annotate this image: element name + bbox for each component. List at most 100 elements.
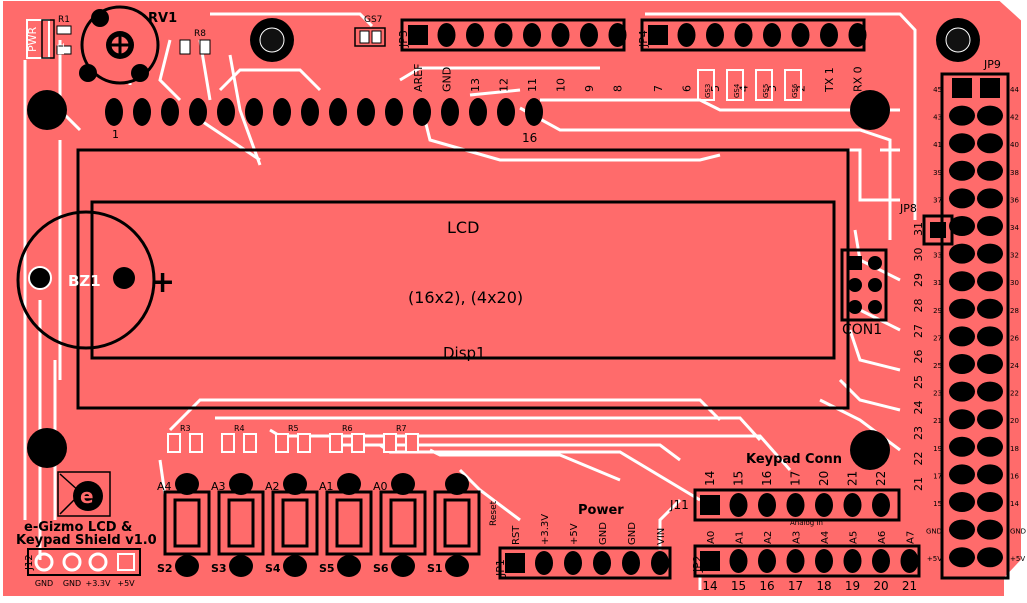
jp4-pin-pads <box>677 23 867 47</box>
lcd-pin-pad <box>105 98 123 126</box>
jp9-pin-pad <box>977 216 1003 236</box>
pin-pad <box>608 23 627 47</box>
switch-actuator <box>227 498 255 548</box>
gs-pad-label: GS4 <box>733 83 741 98</box>
disp1-label: Disp1 <box>443 344 486 362</box>
jp9-right-pin-label: 22 <box>1010 390 1019 398</box>
jp9-pin-pad <box>977 188 1003 209</box>
resistor-pad <box>167 433 181 453</box>
pin-pad <box>843 493 862 517</box>
lcd-pin-pad <box>497 98 515 126</box>
jp9-left-pin-label: 31 <box>933 279 942 287</box>
jp8-side-label: 28 <box>912 299 925 313</box>
jp8-side-label: 22 <box>912 452 925 466</box>
pin-pad <box>758 549 776 573</box>
jp9-left-pin-label: 17 <box>933 472 942 480</box>
resistor-pad <box>189 433 203 453</box>
mount-hole-inner <box>945 27 971 53</box>
jp8-label: JP8 <box>899 202 917 215</box>
gs-pad-label: GS5 <box>762 84 770 98</box>
jp8-side-label: 25 <box>912 375 925 389</box>
jp9-right-pin-label: 20 <box>1010 417 1019 425</box>
button-bottom-label: S1 <box>427 562 443 575</box>
pin-pad <box>848 23 867 47</box>
jp2-label: JP2 <box>691 555 704 573</box>
jp3-pin-label: 12 <box>498 78 511 92</box>
jp9-right-pin-label: 18 <box>1010 445 1019 453</box>
button-bottom-label: S4 <box>265 562 281 575</box>
switch-pad <box>175 473 199 495</box>
jp2-number-label: 14 <box>702 579 717 593</box>
pin-pad <box>820 23 838 47</box>
lcd-pin-pad <box>329 98 347 126</box>
j11-label: J11 <box>669 498 689 512</box>
resistor-label: R4 <box>234 424 245 433</box>
jp9-pin-pad <box>949 436 975 457</box>
switch-pad <box>445 555 469 577</box>
mount-hole <box>850 90 890 130</box>
r8-label: R8 <box>194 29 206 39</box>
resistor-pad <box>221 433 235 453</box>
jp9-right-pin-label: 16 <box>1010 472 1019 480</box>
jp9-pin-pad <box>977 326 1003 347</box>
jp2-analog-label: A4 <box>820 531 831 544</box>
buzzer-bz1: BZ1 + <box>16 210 175 350</box>
lcd-pin-header <box>105 98 543 126</box>
buzzer-plus-label: + <box>150 265 175 300</box>
switch-pad <box>283 555 307 577</box>
gs7-label: GS7 <box>364 15 382 25</box>
jp9-pin-pad <box>977 354 1003 374</box>
pin-pad <box>593 551 611 575</box>
jp2-analog-label: A0 <box>706 531 717 544</box>
jp9-right-pin-label: 28 <box>1010 307 1019 315</box>
jp3-label: JP3 <box>397 30 410 48</box>
j12-pin-label: GND <box>35 579 53 588</box>
switch-pad <box>283 473 307 495</box>
pin-pad <box>872 549 890 573</box>
switch-actuator <box>443 498 471 548</box>
pin-pad <box>535 551 553 575</box>
jp1-pin-pads <box>535 551 669 575</box>
lcd-pin-pad <box>189 98 207 126</box>
jp2-number-label: 20 <box>873 579 888 593</box>
pin-pad <box>734 23 753 47</box>
j11-pin-pads <box>729 493 890 517</box>
lcd-display-area <box>90 200 836 360</box>
lcd-pin-pad <box>301 98 319 126</box>
j12-pads <box>34 552 135 572</box>
jp9-left-pin-label: 43 <box>933 114 942 122</box>
resistor-label: R3 <box>180 424 191 433</box>
switch-pad <box>229 473 253 495</box>
j12-label: J12 <box>24 554 35 571</box>
jp9-pin-pad <box>977 133 1003 154</box>
jp9-left-pin-label: GND <box>926 528 942 536</box>
switch-actuator <box>335 498 363 548</box>
jp9-left-pin-label: 25 <box>933 362 942 370</box>
gs-pad-label: GS6 <box>791 83 799 98</box>
pin-pad <box>729 549 748 573</box>
jp9-right-pin-label: 24 <box>1010 362 1019 370</box>
lcd-pin-1-label: 1 <box>112 128 119 141</box>
jp9-left-pin-label: 39 <box>933 169 942 177</box>
mount-hole <box>850 430 890 470</box>
lcd-pin-pad <box>413 98 431 126</box>
mount-hole-inner <box>259 27 285 53</box>
pin-pad <box>466 23 484 47</box>
jp9-right-pin-label: 14 <box>1010 500 1019 508</box>
jp9-left-pin-label: 27 <box>933 334 942 342</box>
jp4-pin-label: RX 0 <box>852 66 865 92</box>
pin-pad <box>758 493 776 517</box>
jp9-pin-pad <box>949 133 975 154</box>
j11-pin-label: 21 <box>846 471 860 486</box>
pin-pad <box>729 493 748 517</box>
pin-pad <box>564 551 582 575</box>
brand-line-2: Keypad Shield v1.0 <box>16 533 157 548</box>
